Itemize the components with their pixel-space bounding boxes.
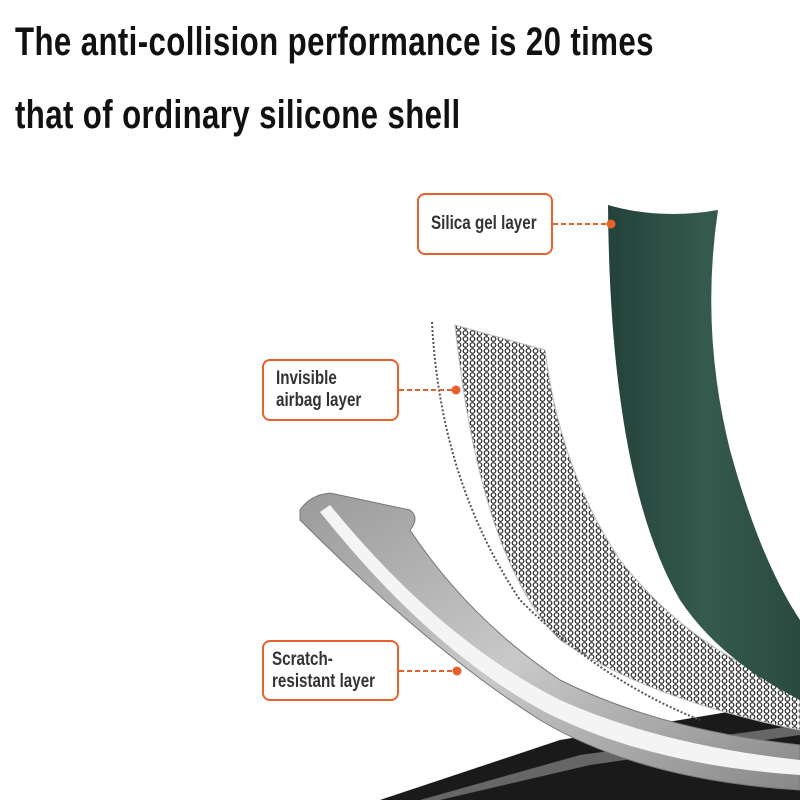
silica-gel-layer-label: Silica gel layer [417, 193, 553, 255]
airbag-layer-label: Invisible airbag layer [262, 359, 399, 421]
silica-marker-dot [606, 219, 616, 229]
scratch-layer-text-2: resistant layer [272, 670, 376, 692]
silica-gel-layer-shape [608, 205, 800, 700]
scratch-marker-dot [452, 666, 462, 676]
silica-gel-layer-text: Silica gel layer [431, 213, 537, 234]
airbag-layer-text-2: airbag layer [276, 390, 362, 411]
scratch-resistant-layer-label: Scratch- resistant layer [262, 640, 399, 701]
scratch-layer-text-1: Scratch- [272, 648, 333, 670]
airbag-marker-dot [451, 385, 461, 395]
airbag-layer-text-1: Invisible [276, 368, 337, 389]
headline-line-2: that of ordinary silicone shell [15, 93, 461, 137]
scratch-resistant-layer-shape [299, 492, 800, 791]
headline-line-1: The anti-collision performance is 20 tim… [15, 20, 654, 64]
